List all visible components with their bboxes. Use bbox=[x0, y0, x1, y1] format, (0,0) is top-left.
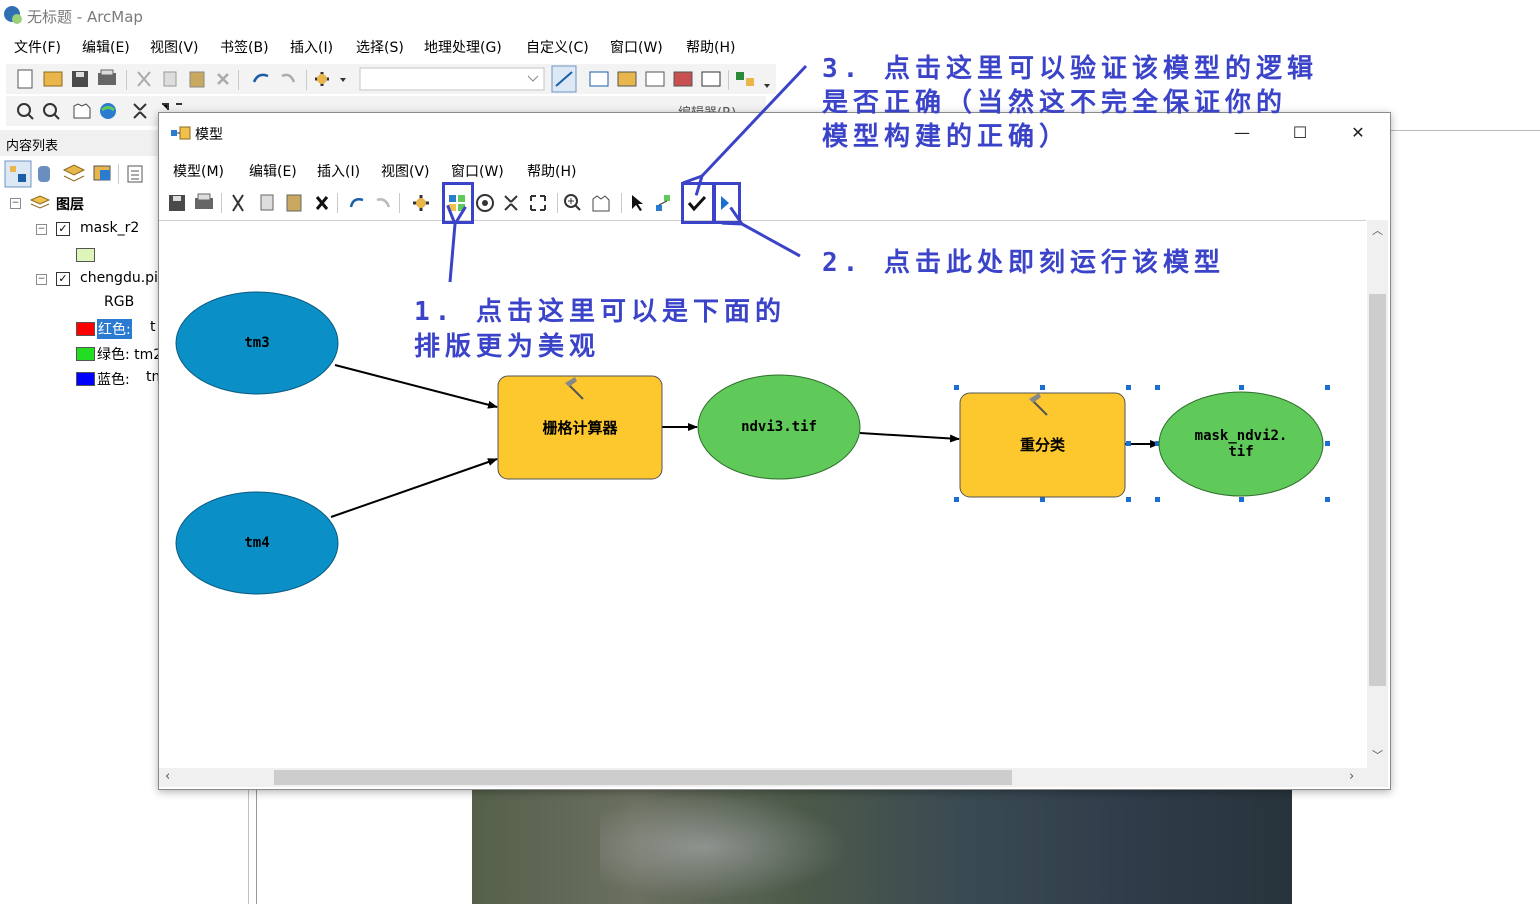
node-tm4-label: tm4 bbox=[244, 535, 270, 551]
node-mask-ndvi2-label-line1: mask_ndvi2. bbox=[1194, 428, 1288, 444]
urban-area-texture bbox=[600, 790, 860, 904]
layer2-visibility-checkbox[interactable]: ✓ bbox=[56, 272, 70, 286]
scroll-right-arrow-icon[interactable]: › bbox=[1349, 769, 1355, 784]
annotation-2: 2. 点击此处即刻运行该模型 bbox=[822, 248, 1225, 278]
main-menu-bar: 文件(F) 编辑(E) 视图(V) 书签(B) 插入(I) 选择(S) 地理处理… bbox=[0, 32, 1540, 58]
annotation-3-line2: 是否正确（当然这不完全保证你的 bbox=[822, 88, 1288, 118]
model-menu-bar: 模型(M) 编辑(E) 插入(I) 视图(V) 窗口(W) 帮助(H) bbox=[159, 157, 1390, 181]
layer2-collapse-toggle[interactable]: − bbox=[36, 274, 47, 285]
close-button[interactable]: ✕ bbox=[1351, 123, 1365, 142]
annotation-1-line2: 排版更为美观 bbox=[414, 332, 601, 362]
model-menu-view[interactable]: 视图(V) bbox=[381, 164, 430, 180]
node-tm4[interactable] bbox=[175, 491, 339, 595]
hammer-icon bbox=[1029, 393, 1048, 416]
rgb-label: RGB bbox=[104, 294, 135, 310]
model-toolbar bbox=[159, 187, 1390, 219]
node-tm3-label: tm3 bbox=[244, 335, 270, 351]
menu-edit[interactable]: 编辑(E) bbox=[82, 40, 130, 56]
scroll-left-arrow-icon[interactable]: ‹ bbox=[165, 769, 171, 784]
maximize-button[interactable]: ☐ bbox=[1292, 123, 1308, 142]
standard-toolbar-icons bbox=[17, 65, 770, 93]
node-tm3[interactable] bbox=[175, 291, 339, 395]
model-menu-edit[interactable]: 编辑(E) bbox=[249, 164, 297, 180]
satellite-map-image[interactable] bbox=[472, 786, 1292, 904]
app-title-bar: 无标题 - ArcMap bbox=[0, 0, 1540, 30]
menu-select[interactable]: 选择(S) bbox=[356, 40, 404, 56]
connector-tm4-to-raster-calc bbox=[330, 458, 498, 518]
layer2-label[interactable]: chengdu.pi bbox=[80, 270, 158, 286]
node-raster-calculator-label: 栅格计算器 bbox=[542, 419, 618, 437]
red-band-swatch bbox=[76, 322, 95, 336]
model-builder-icon bbox=[171, 126, 191, 140]
layers-group-label: 图层 bbox=[56, 197, 84, 213]
node-ndvi3-label: ndvi3.tif bbox=[741, 419, 817, 435]
model-diagram bbox=[175, 291, 1330, 595]
model-menu-insert[interactable]: 插入(I) bbox=[317, 164, 361, 180]
map-top-border bbox=[1388, 130, 1540, 131]
node-mask-ndvi2-label-line2: tif bbox=[1228, 444, 1254, 460]
scroll-down-arrow-icon[interactable]: ﹀ bbox=[1372, 749, 1383, 762]
map-frame-divider bbox=[256, 786, 257, 904]
layers-collapse-toggle[interactable]: − bbox=[10, 198, 21, 209]
model-menu-window[interactable]: 窗口(W) bbox=[451, 164, 504, 180]
model-toolbar-icons bbox=[169, 193, 729, 213]
menu-geoprocessing[interactable]: 地理处理(G) bbox=[424, 40, 502, 56]
layer1-label[interactable]: mask_r2 bbox=[80, 220, 140, 236]
scroll-up-arrow-icon[interactable]: ︿ bbox=[1372, 224, 1383, 237]
layers-group-icon bbox=[29, 195, 51, 209]
arrow-to-run bbox=[742, 224, 801, 258]
mask-legend-swatch bbox=[76, 248, 95, 262]
blue-band-label: 蓝色: bbox=[97, 372, 130, 388]
standard-toolbar bbox=[6, 64, 776, 94]
blue-band-swatch bbox=[76, 372, 95, 386]
horizontal-scroll-thumb[interactable] bbox=[274, 770, 1012, 785]
node-reclassify-label: 重分类 bbox=[1019, 436, 1065, 454]
model-canvas[interactable]: tm3 tm4 栅格计算器 ndvi3.tif 重分类 mask_ndvi2. … bbox=[159, 220, 1366, 769]
red-band-value: t bbox=[150, 319, 156, 335]
menu-window[interactable]: 窗口(W) bbox=[610, 40, 663, 56]
minimize-button[interactable]: — bbox=[1234, 123, 1250, 142]
layer1-collapse-toggle[interactable]: − bbox=[36, 224, 47, 235]
node-raster-calculator[interactable] bbox=[497, 375, 663, 480]
model-menu-help[interactable]: 帮助(H) bbox=[527, 164, 577, 180]
node-mask-ndvi2[interactable] bbox=[1158, 391, 1324, 497]
annotation-3-line1: 3. 点击这里可以验证该模型的逻辑 bbox=[822, 54, 1318, 84]
model-window-title: 模型 bbox=[195, 127, 223, 143]
vertical-scroll-thumb[interactable] bbox=[1369, 294, 1386, 686]
model-window-title-bar: 模型 — ☐ ✕ bbox=[159, 113, 1390, 153]
menu-help[interactable]: 帮助(H) bbox=[686, 40, 736, 56]
vertical-scrollbar[interactable]: ︿ ﹀ bbox=[1367, 220, 1388, 768]
menu-insert[interactable]: 插入(I) bbox=[290, 40, 334, 56]
tools-toolbar-icons bbox=[17, 103, 182, 120]
annotation-3-line3: 模型构建的正确） bbox=[822, 122, 1071, 152]
selection-handles bbox=[954, 385, 1330, 502]
connector-tm3-to-raster-calc bbox=[334, 364, 498, 409]
red-band-label[interactable]: 红色: bbox=[97, 319, 132, 339]
toc-title: 内容列表 bbox=[6, 139, 59, 154]
arrow-to-validate bbox=[702, 64, 808, 176]
hammer-icon bbox=[565, 377, 584, 400]
menu-bookmarks[interactable]: 书签(B) bbox=[220, 40, 269, 56]
arcmap-logo-icon bbox=[4, 6, 22, 24]
menu-file[interactable]: 文件(F) bbox=[14, 40, 61, 56]
model-builder-window: 模型 — ☐ ✕ 模型(M) 编辑(E) 插入(I) 视图(V) 窗口(W) 帮… bbox=[158, 112, 1391, 790]
annotation-1-line1: 1. 点击这里可以是下面的 bbox=[414, 297, 786, 327]
layer1-visibility-checkbox[interactable]: ✓ bbox=[56, 222, 70, 236]
app-title: 无标题 - ArcMap bbox=[27, 8, 143, 26]
horizontal-scrollbar[interactable]: ‹ › bbox=[159, 768, 1388, 787]
green-band-swatch bbox=[76, 347, 95, 361]
model-menu-model[interactable]: 模型(M) bbox=[173, 164, 225, 180]
node-reclassify[interactable] bbox=[959, 392, 1126, 498]
connector-ndvi3-to-reclass bbox=[859, 432, 960, 443]
menu-view[interactable]: 视图(V) bbox=[150, 40, 199, 56]
node-ndvi3[interactable] bbox=[697, 374, 861, 480]
green-band-label: 绿色: tm2 bbox=[97, 347, 163, 363]
arrow-to-auto-layout bbox=[450, 224, 455, 283]
toc-toolbar-icons bbox=[4, 160, 143, 188]
menu-customize[interactable]: 自定义(C) bbox=[526, 40, 589, 56]
